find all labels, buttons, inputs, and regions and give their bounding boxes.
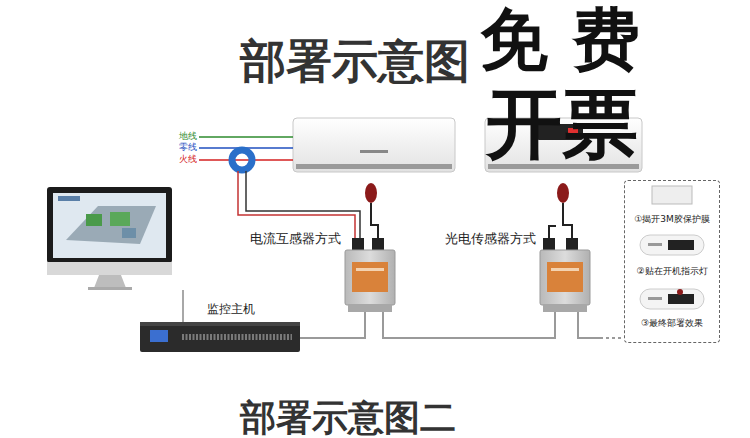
node-text: 监控主机 <box>207 303 255 317</box>
node-text: 电流互感器方式 <box>250 232 341 246</box>
diagram-title: 部署示意图 <box>240 38 470 84</box>
wire-label: 零线 <box>179 142 197 152</box>
tape-picture <box>652 186 692 204</box>
sensor-module: 光电传感器方式 <box>540 240 590 312</box>
node-text: ③最终部署效果 <box>641 318 703 328</box>
host-unit <box>140 322 300 352</box>
screen-bar <box>58 196 80 201</box>
ac-logo <box>360 150 388 153</box>
probe-cable <box>371 203 378 240</box>
module-label-line <box>551 268 579 271</box>
module-case <box>540 250 590 305</box>
monitor-chin <box>47 262 172 275</box>
live-wire <box>199 159 293 161</box>
monitor-stand <box>94 275 126 288</box>
sensor-module-body <box>345 238 395 312</box>
indicator-picture <box>640 235 704 255</box>
host-ports <box>182 334 292 340</box>
probe-cable <box>549 226 556 240</box>
wire-label: 地线 <box>179 131 197 141</box>
ac-vent <box>488 164 639 169</box>
bus-cable <box>300 312 365 338</box>
floor-room <box>110 212 130 226</box>
module-connector <box>566 238 578 250</box>
module-label-line <box>356 268 384 271</box>
ac-vent <box>296 164 452 169</box>
probe-cable <box>563 203 572 240</box>
current-transformer <box>232 150 252 170</box>
monitor-bezel <box>47 187 172 263</box>
earth-wire <box>199 136 293 138</box>
bus-continuation <box>600 337 622 339</box>
result-picture <box>640 289 704 309</box>
host-top <box>140 322 300 326</box>
watermark: 免 费 <box>480 6 640 74</box>
module-label <box>547 262 583 292</box>
module-connector <box>352 238 364 250</box>
host-chassis <box>140 322 300 352</box>
air-conditioner <box>293 118 455 172</box>
floor-plan <box>66 206 156 244</box>
monitor-screen <box>53 193 166 258</box>
indicator-logo <box>648 297 662 300</box>
monitor <box>47 187 172 290</box>
attached-probe <box>677 289 683 295</box>
floor-room <box>86 214 102 226</box>
module-connector <box>372 238 384 250</box>
ac-body <box>293 118 455 172</box>
sensor-lead <box>246 171 360 240</box>
sensor-module: 电流互感器方式 <box>345 240 395 312</box>
node-text: ②贴在开机指示灯 <box>636 266 707 276</box>
indicator-display <box>668 294 694 304</box>
floor-room <box>122 228 136 238</box>
module-terminal <box>543 304 587 312</box>
monitor-base <box>88 287 132 290</box>
host-device: 监控主机 <box>140 303 300 352</box>
node-text: ①揭开3M胶保护膜 <box>634 214 710 224</box>
section-heading: 部署示意图二 <box>240 400 456 436</box>
wire-label: 火线 <box>179 154 197 164</box>
steps-panel: ①揭开3M胶保护膜 ②贴在开机指示灯 ③最终部署效果 <box>624 180 720 343</box>
sensor-lead <box>238 171 355 240</box>
sensor-module-body <box>540 238 590 312</box>
photo-probe <box>365 183 377 203</box>
module-terminal <box>348 304 392 312</box>
node-text: 光电传感器方式 <box>445 232 536 246</box>
module-case <box>345 250 395 305</box>
photo-probe <box>557 183 569 203</box>
network-cable <box>182 290 184 322</box>
indicator-display <box>668 240 694 250</box>
module-connector <box>543 238 555 250</box>
host-lcd <box>150 330 168 342</box>
watermark: 开票 <box>486 86 638 162</box>
module-label <box>352 262 388 292</box>
indicator-logo <box>648 243 662 246</box>
bus-cable <box>383 312 555 338</box>
bus-continuation <box>578 312 600 338</box>
